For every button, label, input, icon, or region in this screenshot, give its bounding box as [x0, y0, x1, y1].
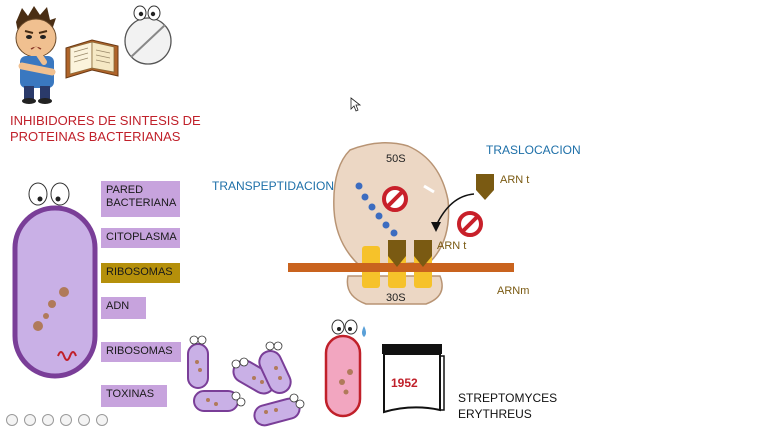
calendar-icon — [382, 344, 445, 414]
label-arnt-top: ARN t — [500, 174, 530, 186]
label-transpeptidacion: TRANSPEPTIDACION — [212, 179, 335, 193]
edit-icon[interactable] — [42, 414, 54, 426]
legend-adn: ADN — [101, 297, 146, 319]
pill-character-icon — [124, 5, 172, 65]
label-50s: 50S — [386, 153, 406, 165]
calendar-year: 1952 — [391, 376, 418, 390]
organism-name: STREPTOMYCES ERYTHREUS — [458, 390, 557, 422]
legend-label: BACTERIANA — [106, 197, 177, 209]
legend-label: RIBOSOMAS — [106, 345, 173, 357]
title-line-1: INHIBIDORES DE SINTESIS DE — [10, 113, 201, 128]
prohibited-icon — [457, 211, 483, 237]
title-line-2: PROTEINAS BACTERIANAS — [10, 129, 181, 144]
legend-ribosomas: RIBOSOMAS — [101, 263, 180, 283]
legend-label: TOXINAS — [106, 388, 155, 400]
legend-label: RIBOSOMAS — [106, 266, 173, 278]
open-book-icon — [65, 39, 119, 79]
bacterium-small — [258, 341, 292, 394]
label-traslocacion: TRASLOCACION — [486, 143, 581, 157]
thinking-boy-icon — [15, 6, 57, 104]
legend-ribosomas-2: RIBOSOMAS — [101, 342, 181, 362]
copy-icon[interactable] — [60, 414, 72, 426]
prohibited-icon — [382, 186, 408, 212]
label-30s: 30S — [386, 292, 406, 304]
more-icon[interactable] — [96, 414, 108, 426]
bacterium-small — [187, 335, 209, 389]
bacterium-large — [12, 182, 98, 379]
organism-line-1: STREPTOMYCES — [458, 391, 558, 405]
back-icon[interactable] — [6, 414, 18, 426]
bacterium-small — [253, 393, 305, 427]
legend-label: ADN — [106, 300, 130, 312]
label-arnm: ARNm — [497, 285, 530, 297]
legend-label: PARED — [106, 184, 144, 196]
page-title: INHIBIDORES DE SINTESIS DE PROTEINAS BAC… — [10, 113, 201, 145]
legend-toxinas: TOXINAS — [101, 385, 167, 407]
legend-pared-bacteriana: PARED BACTERIANA — [101, 181, 180, 217]
cursor-icon — [350, 97, 362, 112]
bacterium-small — [193, 390, 246, 412]
label-arnt-mid: ARN t — [437, 240, 467, 252]
legend-label: CITOPLASMA — [106, 231, 177, 243]
zoom-icon[interactable] — [78, 414, 90, 426]
organism-line-2: ERYTHREUS — [458, 407, 532, 421]
legend-citoplasma: CITOPLASMA — [101, 228, 180, 248]
bacterium-pink — [324, 319, 366, 418]
forward-icon[interactable] — [24, 414, 36, 426]
